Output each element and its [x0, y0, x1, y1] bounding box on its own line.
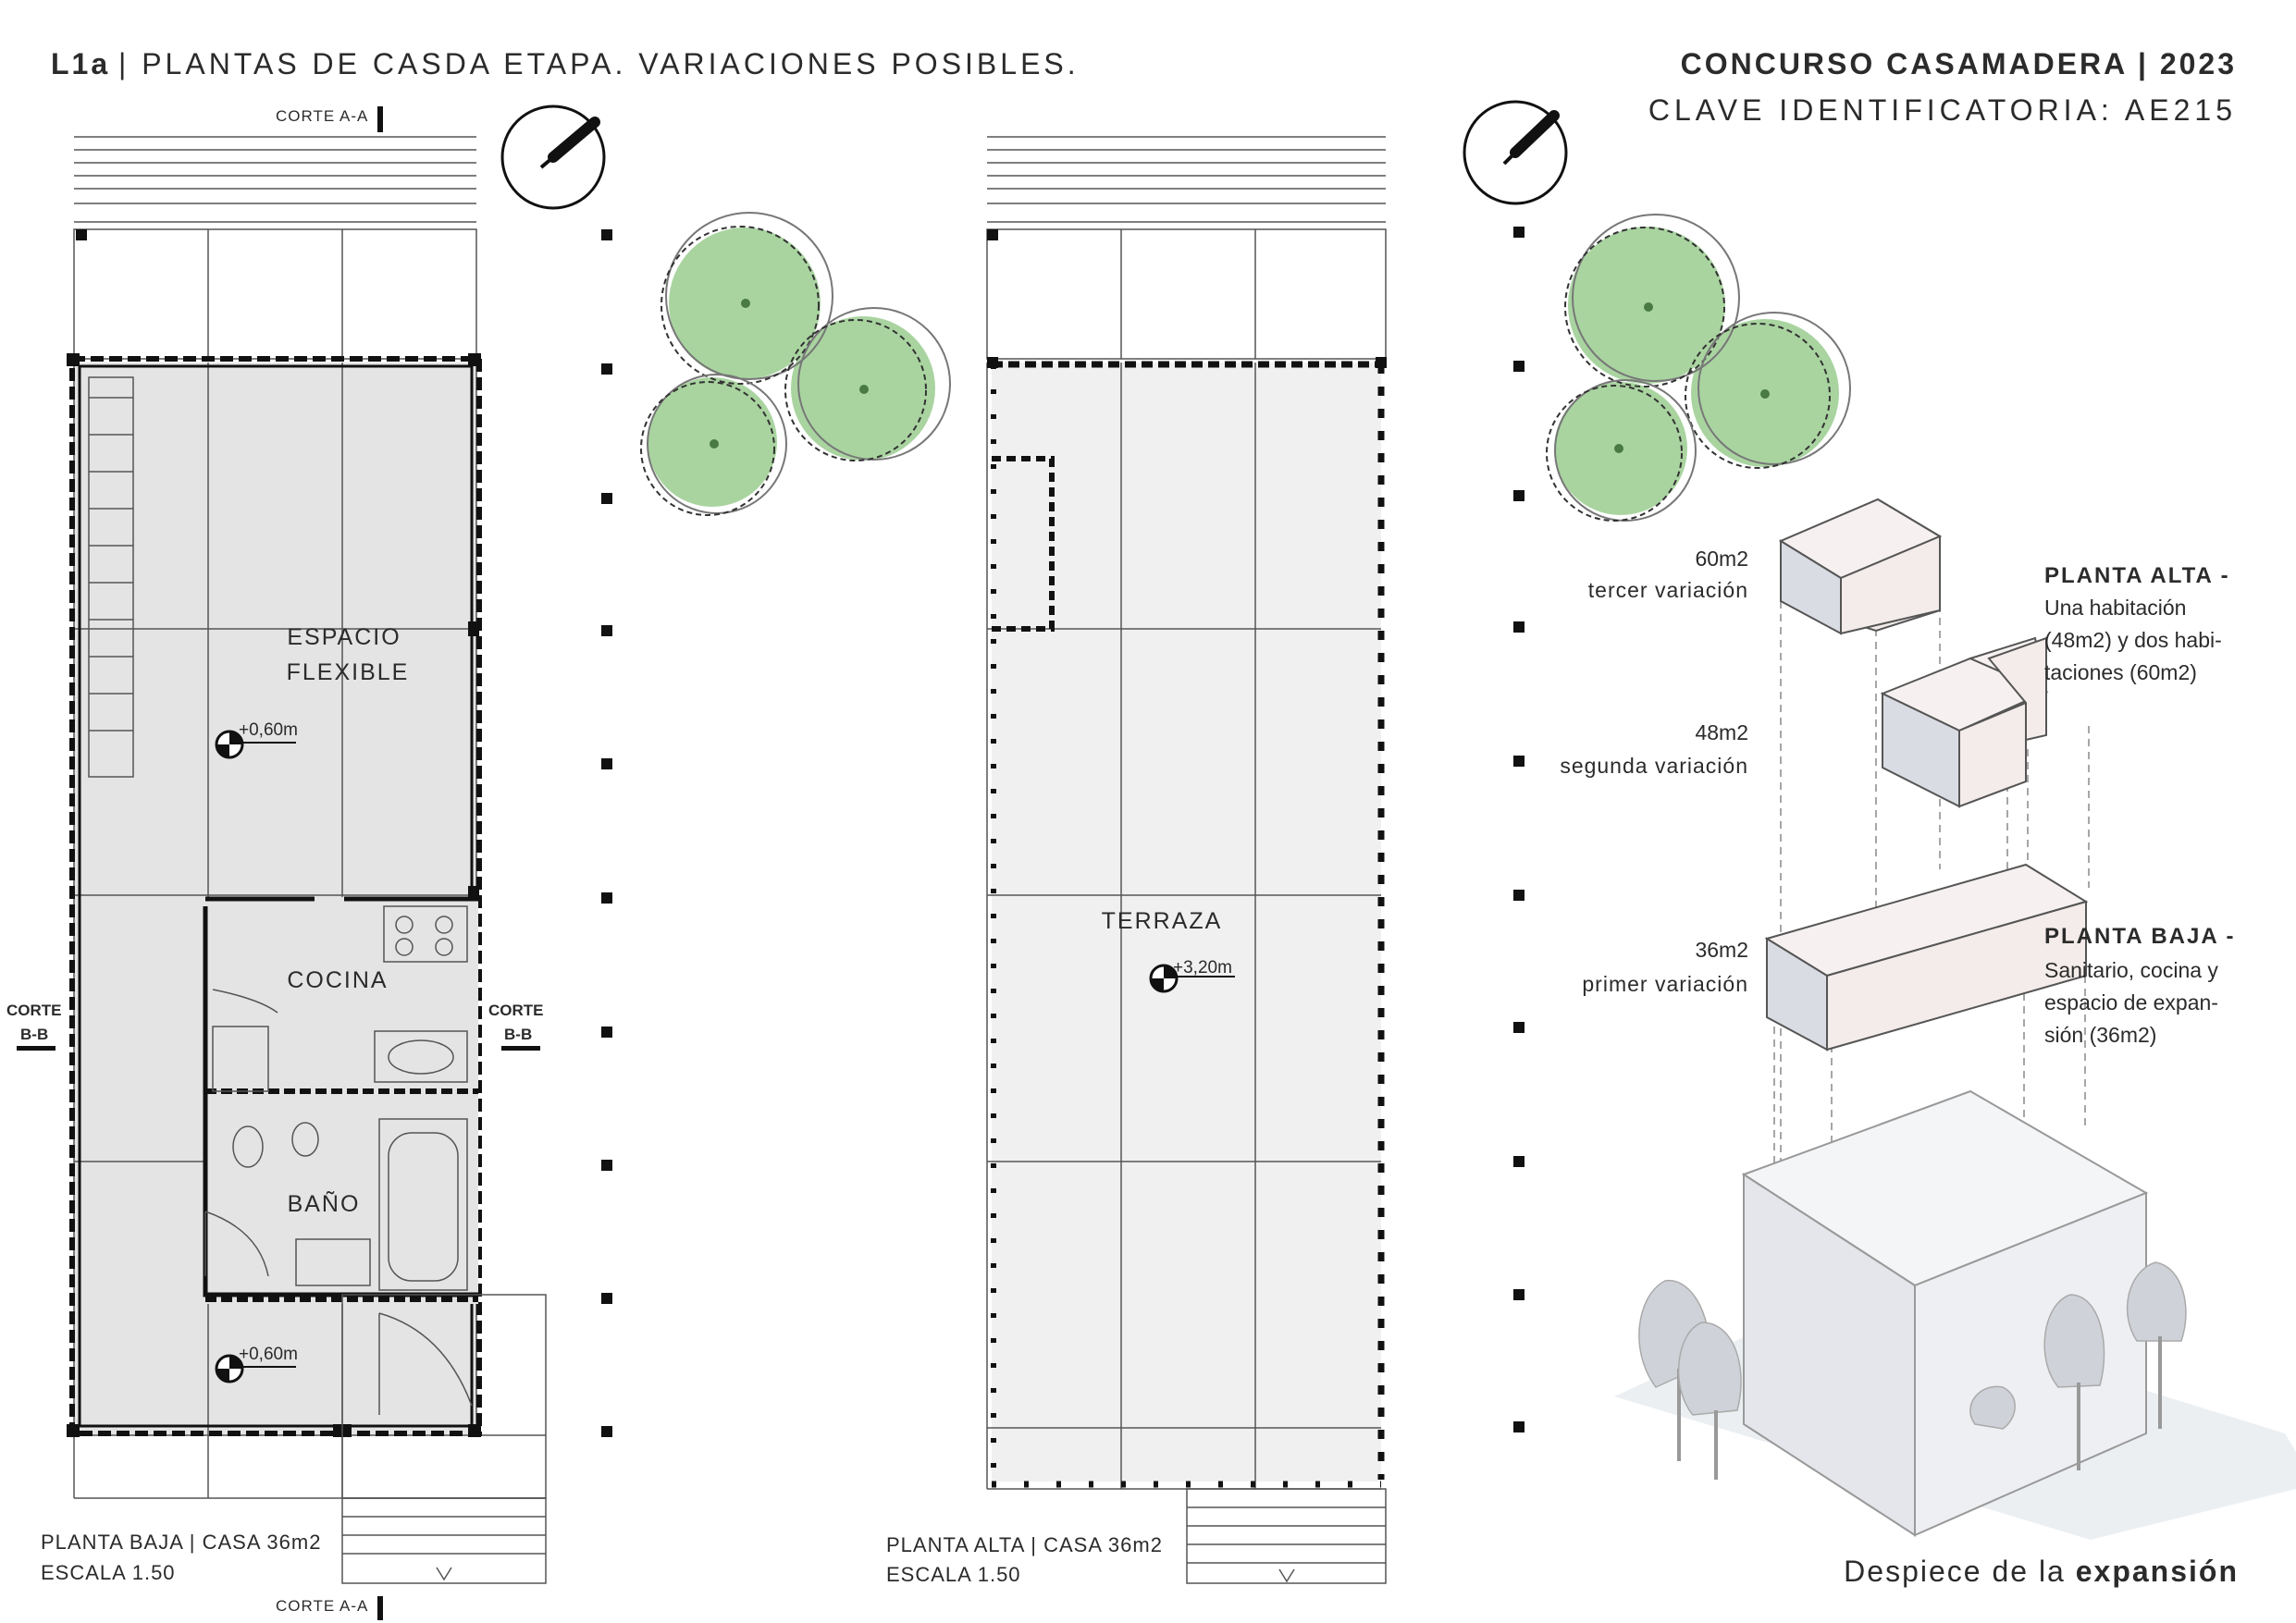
axonometric-exploded: 60m2 tercer variación 48m2 segunda varia… [1560, 498, 2296, 1588]
wet-core [203, 896, 478, 1304]
section-mark-bb-right-1: CORTE [488, 1002, 544, 1019]
v3-area: 60m2 [1695, 547, 1748, 571]
identification-key: CLAVE IDENTIFICATORIA: AE215 [1648, 93, 2237, 127]
tree-icon [1546, 214, 1851, 522]
section-tick [377, 1596, 383, 1620]
caption-bold: expansión [2076, 1555, 2239, 1588]
pergola-top [74, 136, 476, 223]
pergola-top-alta [986, 136, 1387, 360]
baja-desc-3: sión (36m2) [2044, 1023, 2156, 1047]
plan-baja-caption: PLANTA BAJA | CASA 36m2 [41, 1531, 321, 1554]
v3-label: tercer variación [1588, 578, 1748, 602]
room-bano: BAÑO [288, 1190, 361, 1217]
section-mark-bb-left-1: CORTE [6, 1002, 62, 1019]
sheet-header: L1a | PLANTAS DE CASDA ETAPA. VARIACIONE… [51, 47, 2237, 127]
volume-36m2 [1764, 863, 2089, 1051]
entry-stairs [341, 1294, 547, 1584]
section-tick [17, 1046, 56, 1051]
room-cocina: COCINA [287, 967, 388, 993]
terrace-railing [987, 357, 1387, 1488]
level-flexible: +0,60m [239, 720, 298, 740]
section-tick [501, 1046, 540, 1051]
volume-48m2 [1880, 636, 2049, 808]
exterior-walls [67, 353, 482, 1437]
alta-desc-2: (48m2) y dos habi- [2044, 628, 2222, 652]
grid-axis-marks-1 [601, 229, 612, 1437]
section-mark-bb-right-2: B-B [504, 1026, 532, 1043]
north-arrow-icon [1463, 100, 1568, 205]
plan-alta-caption: PLANTA ALTA | CASA 36m2 [886, 1533, 1163, 1556]
sheet-title: | PLANTAS DE CASDA ETAPA. VARIACIONES PO… [118, 47, 1080, 80]
tree-icon [640, 212, 951, 516]
section-tick [377, 106, 383, 132]
level-entry: +0,60m [239, 1345, 298, 1364]
baja-title: PLANTA BAJA - [2044, 924, 2235, 949]
plan-planta-baja: CORTE A-A [6, 106, 547, 1620]
caption-plain: Despiece de la [1844, 1555, 2076, 1588]
level-marker-icon [215, 1354, 296, 1383]
section-mark-bb-left-2: B-B [20, 1026, 48, 1043]
column-marker [76, 229, 87, 240]
baja-desc-1: Sanitario, cocina y [2044, 958, 2218, 982]
sheet-code: L1a [51, 47, 110, 80]
level-marker-icon [215, 730, 296, 759]
level-terraza: +3,20m [1173, 958, 1232, 977]
grid-axis-marks-2 [1513, 227, 1524, 1432]
exterior-stairs-alta [1186, 1488, 1387, 1584]
north-arrow-icon [500, 105, 606, 210]
plan-baja-scale: ESCALA 1.50 [41, 1561, 176, 1584]
section-mark-aa-top: CORTE A-A [276, 107, 368, 125]
tree-icon [1638, 1261, 2187, 1480]
axonometric-caption: Despiece de la expansión [1844, 1555, 2239, 1588]
front-yard [73, 228, 477, 360]
plan-planta-alta: TERRAZA +3,20m PLANTA ALTA | CASA 36m2 E… [886, 136, 1387, 1586]
v2-area: 48m2 [1695, 720, 1748, 744]
volume-base [1741, 1089, 2149, 1537]
volume-60m2 [1778, 498, 1943, 635]
baja-desc-2: espacio de expan- [2044, 990, 2218, 1014]
column-marker [987, 229, 998, 240]
room-flexible-line1: ESPACIO [287, 624, 401, 650]
v2-label: segunda variación [1560, 754, 1748, 778]
contest-name: CONCURSO CASAMADERA | 2023 [1681, 47, 2237, 80]
v1-label: primer variación [1582, 972, 1748, 996]
room-terraza: TERRAZA [1102, 908, 1223, 934]
alta-desc-3: taciones (60m2) [2044, 660, 2197, 684]
level-marker-icon [1149, 964, 1235, 993]
alta-desc-1: Una habitación [2044, 596, 2186, 620]
staircase [88, 376, 134, 778]
terrace-slab [992, 363, 1381, 1482]
plan-alta-scale: ESCALA 1.50 [886, 1563, 1021, 1586]
v1-area: 36m2 [1695, 938, 1748, 962]
room-flexible-line2: FLEXIBLE [287, 659, 410, 685]
alta-title: PLANTA ALTA - [2044, 563, 2230, 588]
section-mark-aa-bottom: CORTE A-A [276, 1597, 368, 1615]
